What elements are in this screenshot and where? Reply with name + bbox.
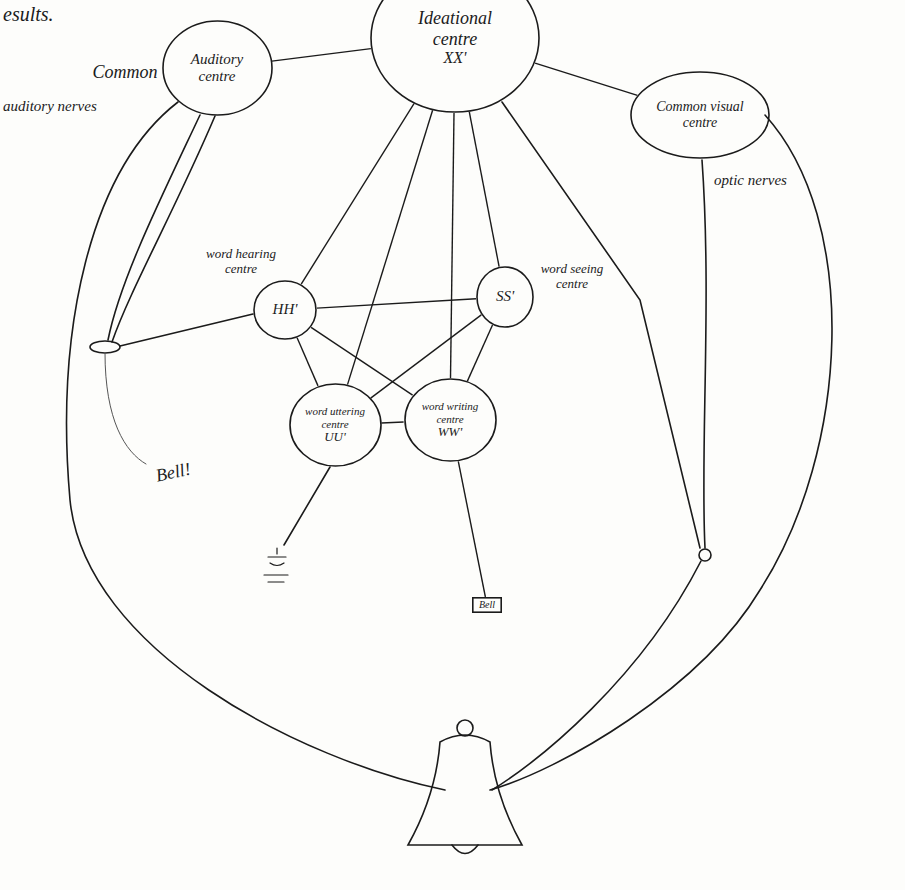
nerve-connector [317,299,476,308]
centre-heading: word hearing centre [205,247,277,277]
leader-line [105,353,146,464]
centre-circle: HH'word hearing centre [253,280,317,340]
centre-text: UU' [324,430,346,445]
centre-circle: Common visual centre [630,71,770,159]
centre-text: word writing centre [420,400,480,425]
centre-circle: word uttering centreUU' [289,383,382,467]
centre-heading: Common [92,62,157,83]
optic-nerve [702,160,706,548]
nerve-connector [467,325,492,381]
mouth-symbol [264,548,288,582]
note-label: optic nerves [714,172,787,189]
centre-text: Ideational centre [400,8,510,49]
nerve-connector [381,422,403,423]
nerve-ganglion [699,549,711,561]
optic-nerve [492,561,701,790]
centre-text: Auditory centre [181,51,253,86]
nerve-fibre [502,102,700,548]
centre-heading: word seeing centre [540,262,604,292]
outer-nerve-loop [490,115,832,790]
note-label: Bell! [154,459,193,487]
centre-text: HH' [273,301,298,318]
auditory-nerve [108,115,200,340]
nerve-connector [301,104,414,284]
nerve-connector [297,338,318,386]
nerve-connector [469,112,499,267]
nerve-connector [348,110,433,384]
nerve-fibre [120,314,253,346]
nerve-connector [272,49,371,62]
bell-drawing [408,720,522,854]
centre-text: Bell [479,599,495,611]
note-label: esults. [3,3,54,26]
centre-circle: Ideational centreXX' [370,0,540,113]
auditory-nerve [112,116,215,342]
centre-text: SS' [496,288,514,305]
nerve-connector [458,461,485,597]
centre-circle: Auditory centreCommon [162,20,273,116]
centre-text: WW' [438,425,462,440]
nerve-fibre [284,467,330,545]
centre-text: word uttering centre [305,405,365,430]
nerve-ganglion [90,341,120,353]
nerve-connector [535,63,637,95]
note-label: auditory nerves [3,98,97,115]
label-box: Bell [472,597,502,613]
outer-nerve-loop [67,102,445,790]
centre-circle: word writing centreWW' [404,378,497,462]
centre-circle: SS'word seeing centre [476,266,534,328]
centre-text: XX' [444,49,467,67]
centre-text: Common visual centre [654,99,746,131]
